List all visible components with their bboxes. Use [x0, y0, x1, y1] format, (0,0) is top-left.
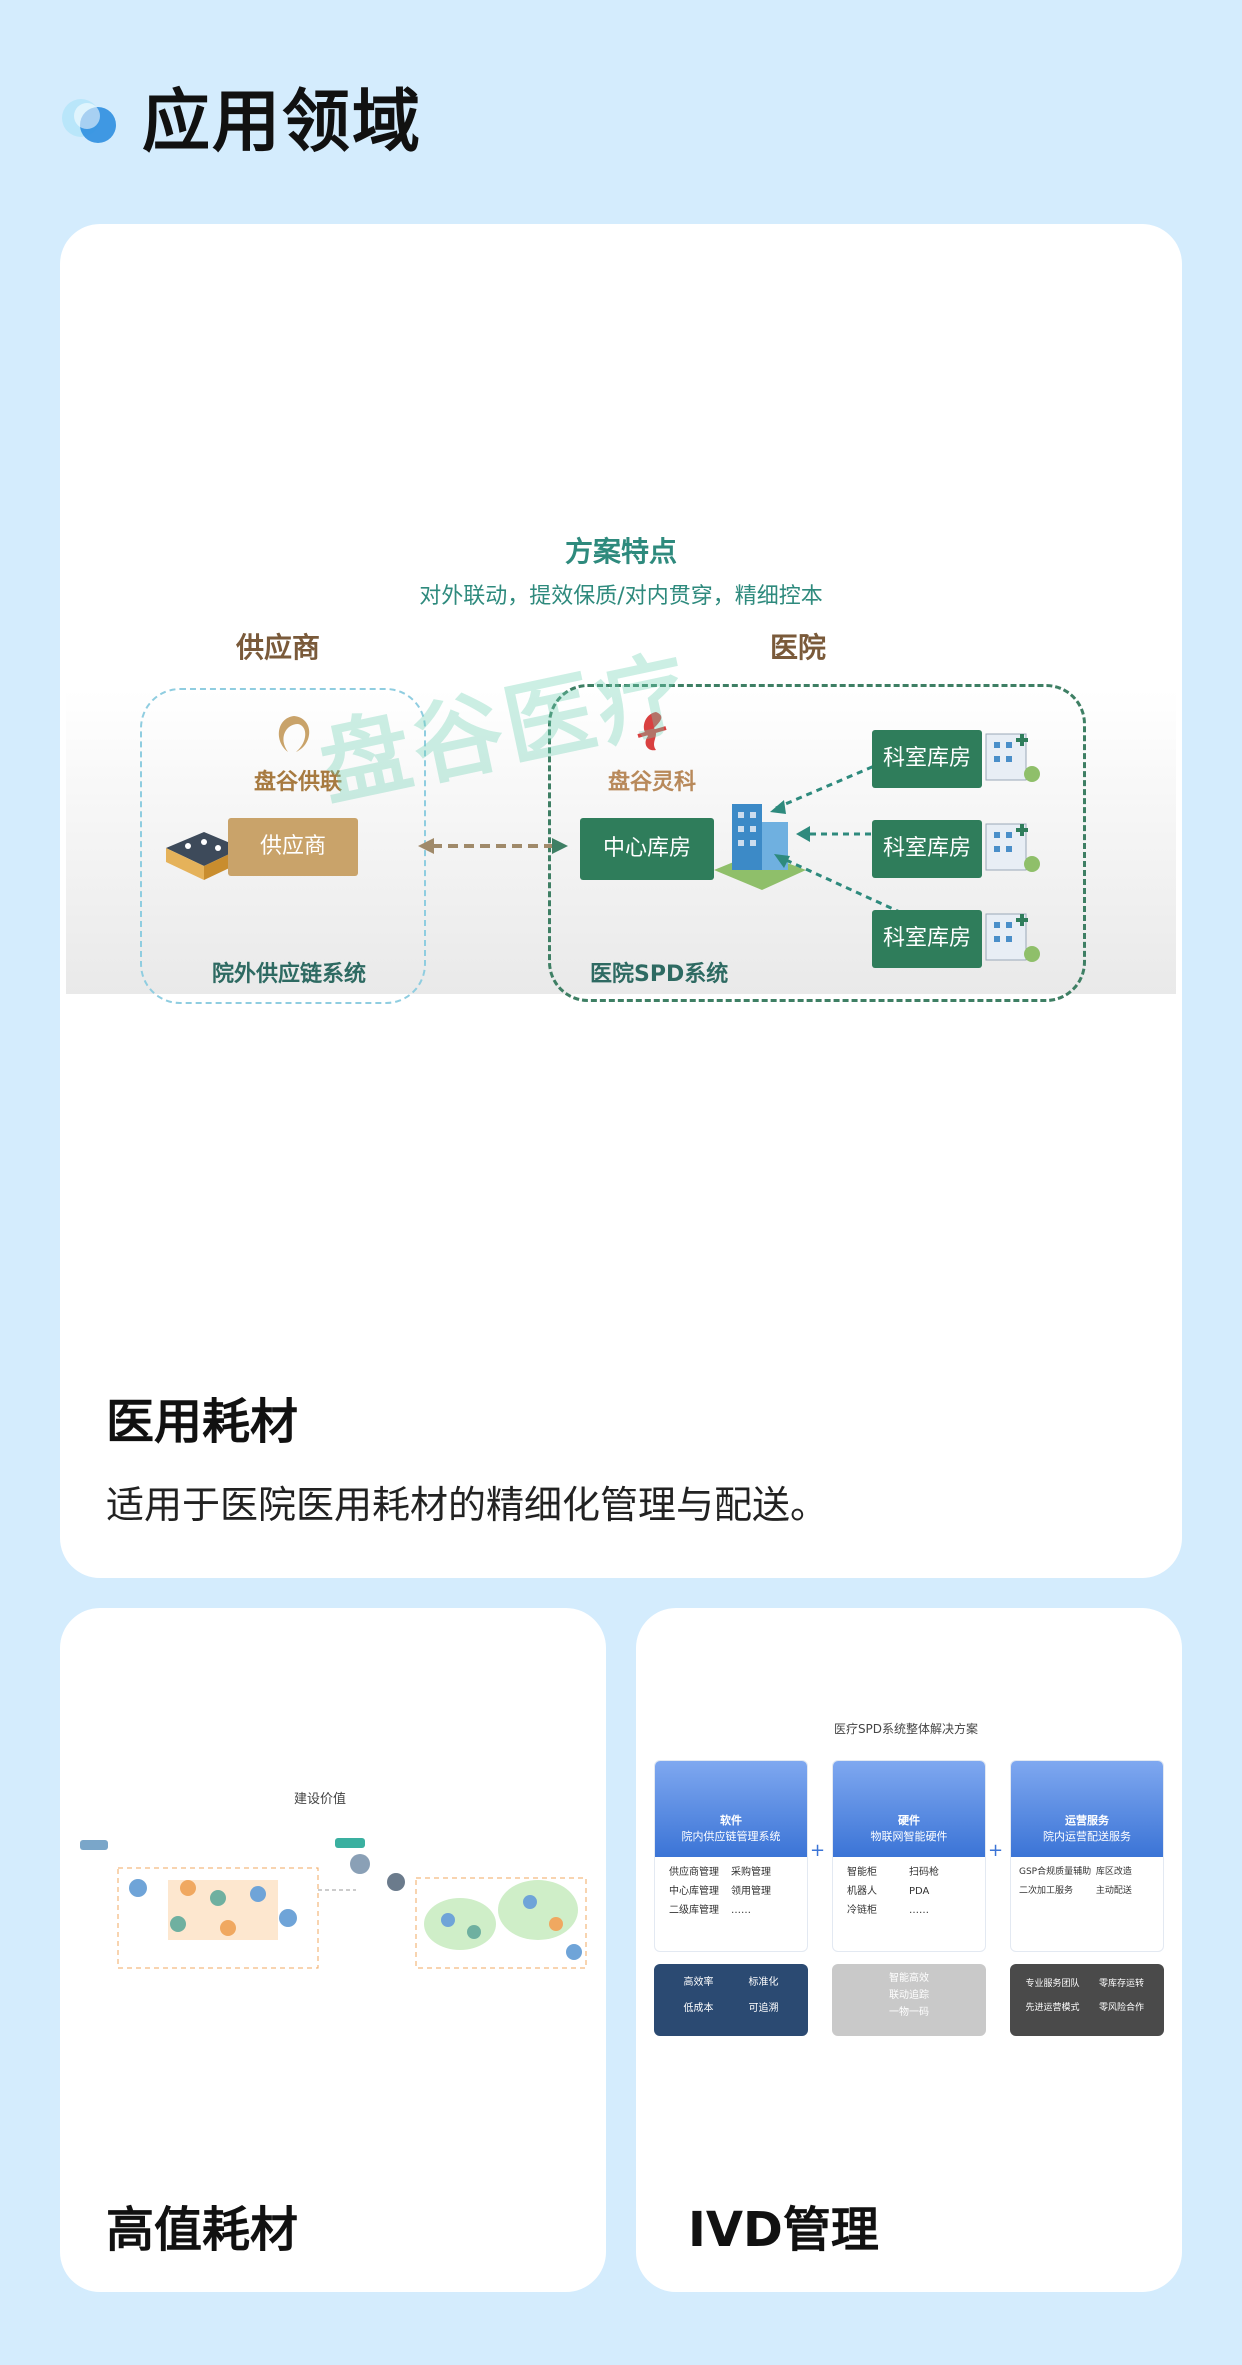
plus-icon: +	[988, 1840, 1004, 1861]
panel-head-2: 院内供应链管理系统	[681, 1830, 781, 1843]
panel-item: ……	[731, 1905, 751, 1916]
panel-head-2: 院内运营配送服务	[1043, 1830, 1131, 1843]
panel-item: 二次加工服务	[1019, 1886, 1074, 1896]
panel-item: 采购管理	[731, 1867, 771, 1878]
card-description: 适用于医院医用耗材的精细化管理与配送。	[106, 1483, 829, 1527]
thumb-title: 医疗SPD系统整体解决方案	[833, 1722, 979, 1736]
diagram-subtitle: 对外联动，提效保质/对内贯穿，精细控本	[419, 584, 823, 609]
panel-hardware: 硬件 物联网智能硬件 智能柜 扫码枪 机器人 PDA 冷链柜 ……	[832, 1760, 986, 1952]
center-warehouse-node: 中心库房	[580, 818, 714, 880]
card-medical-consumables[interactable]: 方案特点 对外联动，提效保质/对内贯穿，精细控本 供应商 医院 盘谷供联 供应商…	[60, 224, 1182, 1578]
tile-text: 高效率	[683, 1977, 714, 1988]
panel-item: 领用管理	[731, 1886, 771, 1897]
panel-item: 冷链柜	[847, 1905, 877, 1916]
thumb-title: 建设价值	[293, 1792, 346, 1807]
card-high-value-consumables[interactable]: 建设价值 高值耗材	[60, 1608, 606, 2292]
panel-item: 二级库管理	[669, 1905, 719, 1916]
hospital-logo-icon	[637, 712, 667, 751]
photo-tile-2: 智能高效 联动追踪 一物一码	[832, 1964, 986, 2036]
card-title: IVD管理	[688, 2202, 879, 2258]
hospital-heading: 医院	[770, 631, 827, 664]
tile-text: 可追溯	[748, 2003, 779, 2014]
panel-item: GSP合规质量辅助	[1019, 1867, 1092, 1877]
supplier-brand: 盘谷供联	[254, 770, 343, 795]
panel-item: 机器人	[847, 1886, 877, 1897]
dept-building-icon	[985, 733, 1040, 782]
supplier-node: 供应商	[228, 818, 358, 876]
hospital-zone	[548, 684, 1086, 1002]
value-flow-thumbnail	[80, 1838, 587, 1969]
panel-software: 软件 院内供应链管理系统 供应商管理 采购管理 中心库管理 领用管理 二级库管理…	[654, 1760, 808, 1952]
panel-item: 主动配送	[1095, 1886, 1132, 1896]
panel-head-1: 软件	[720, 1814, 742, 1827]
tile-text: 先进运营模式	[1025, 2003, 1080, 2013]
tile-text: 标准化	[748, 1977, 779, 1988]
solution-diagram: 方案特点 对外联动，提效保质/对内贯穿，精细控本 供应商 医院 盘谷供联 供应商…	[66, 486, 1176, 1004]
card-ivd-management[interactable]: 医疗SPD系统整体解决方案 软件 院内供应链管理系统 供应商管理 采购管理 中心…	[636, 1608, 1182, 2292]
tile-text: 一物一码	[889, 2007, 929, 2018]
panel-head-2: 物联网智能硬件	[870, 1830, 948, 1843]
dept-building-icon	[985, 823, 1040, 872]
section-title: 应用领域	[142, 82, 423, 162]
dept-warehouse-node-2: 科室库房	[872, 820, 982, 878]
section-header: 应用领域	[60, 70, 422, 162]
tile-text: 低成本	[683, 2003, 714, 2014]
panel-head-1: 运营服务	[1065, 1814, 1109, 1827]
supplier-logo-icon	[278, 716, 310, 752]
panel-item: 智能柜	[847, 1867, 877, 1878]
dept-warehouse-node-3: 科室库房	[872, 910, 982, 968]
tile-text: 零库存运转	[1098, 1979, 1144, 1989]
panel-item: 扫码枪	[909, 1867, 939, 1878]
hospital-caption: 医院SPD系统	[590, 962, 729, 987]
panel-item: 中心库管理	[669, 1886, 719, 1897]
tile-text: 零风险合作	[1098, 2003, 1144, 2013]
panel-head-1: 硬件	[898, 1814, 920, 1827]
photo-tile-3: 专业服务团队 零库存运转 先进运营模式 零风险合作	[1010, 1964, 1164, 2036]
double-arrow-icon	[418, 838, 568, 854]
supplier-heading: 供应商	[236, 631, 321, 664]
panel-item: PDA	[909, 1886, 930, 1897]
tile-text: 专业服务团队	[1025, 1979, 1080, 1989]
card-title: 高值耗材	[106, 2202, 299, 2258]
hospital-brand: 盘谷灵科	[608, 770, 697, 795]
bubbles-icon	[60, 85, 120, 145]
dept-building-icon	[985, 913, 1040, 962]
panel-item: ……	[909, 1905, 929, 1916]
panel-item: 供应商管理	[669, 1867, 719, 1878]
card-title: 医用耗材	[106, 1394, 299, 1450]
panel-operations: 运营服务 院内运营配送服务 GSP合规质量辅助 库区改造 二次加工服务 主动配送	[1010, 1760, 1164, 1952]
tile-text: 智能高效	[889, 1973, 929, 1984]
photo-tile-1: 高效率 标准化 低成本 可追溯	[654, 1964, 808, 2036]
panel-item: 库区改造	[1095, 1867, 1132, 1877]
dept-warehouse-node-1: 科室库房	[872, 730, 982, 788]
diagram-title: 方案特点	[564, 535, 677, 568]
supplier-caption: 院外供应链系统	[212, 962, 367, 987]
plus-icon: +	[810, 1840, 826, 1861]
tile-text: 联动追踪	[889, 1990, 929, 2001]
